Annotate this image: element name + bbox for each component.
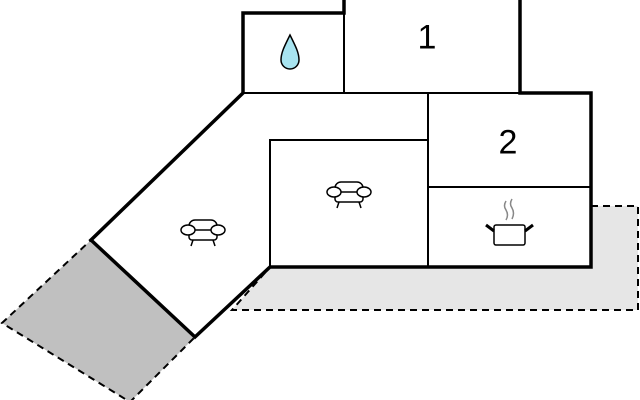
outer-walls: [88, 0, 593, 340]
inner-walls: [243, 13, 591, 268]
cooking-pot-icon: [485, 198, 534, 246]
water-drop-icon: [280, 33, 300, 70]
terrace-light: [229, 205, 639, 311]
room-1-label: 1: [417, 18, 437, 57]
room-2-label: 2: [498, 123, 518, 162]
sofa-icon: [326, 181, 372, 209]
sofa-icon: [180, 219, 226, 247]
terrace-dark: [0, 238, 197, 400]
